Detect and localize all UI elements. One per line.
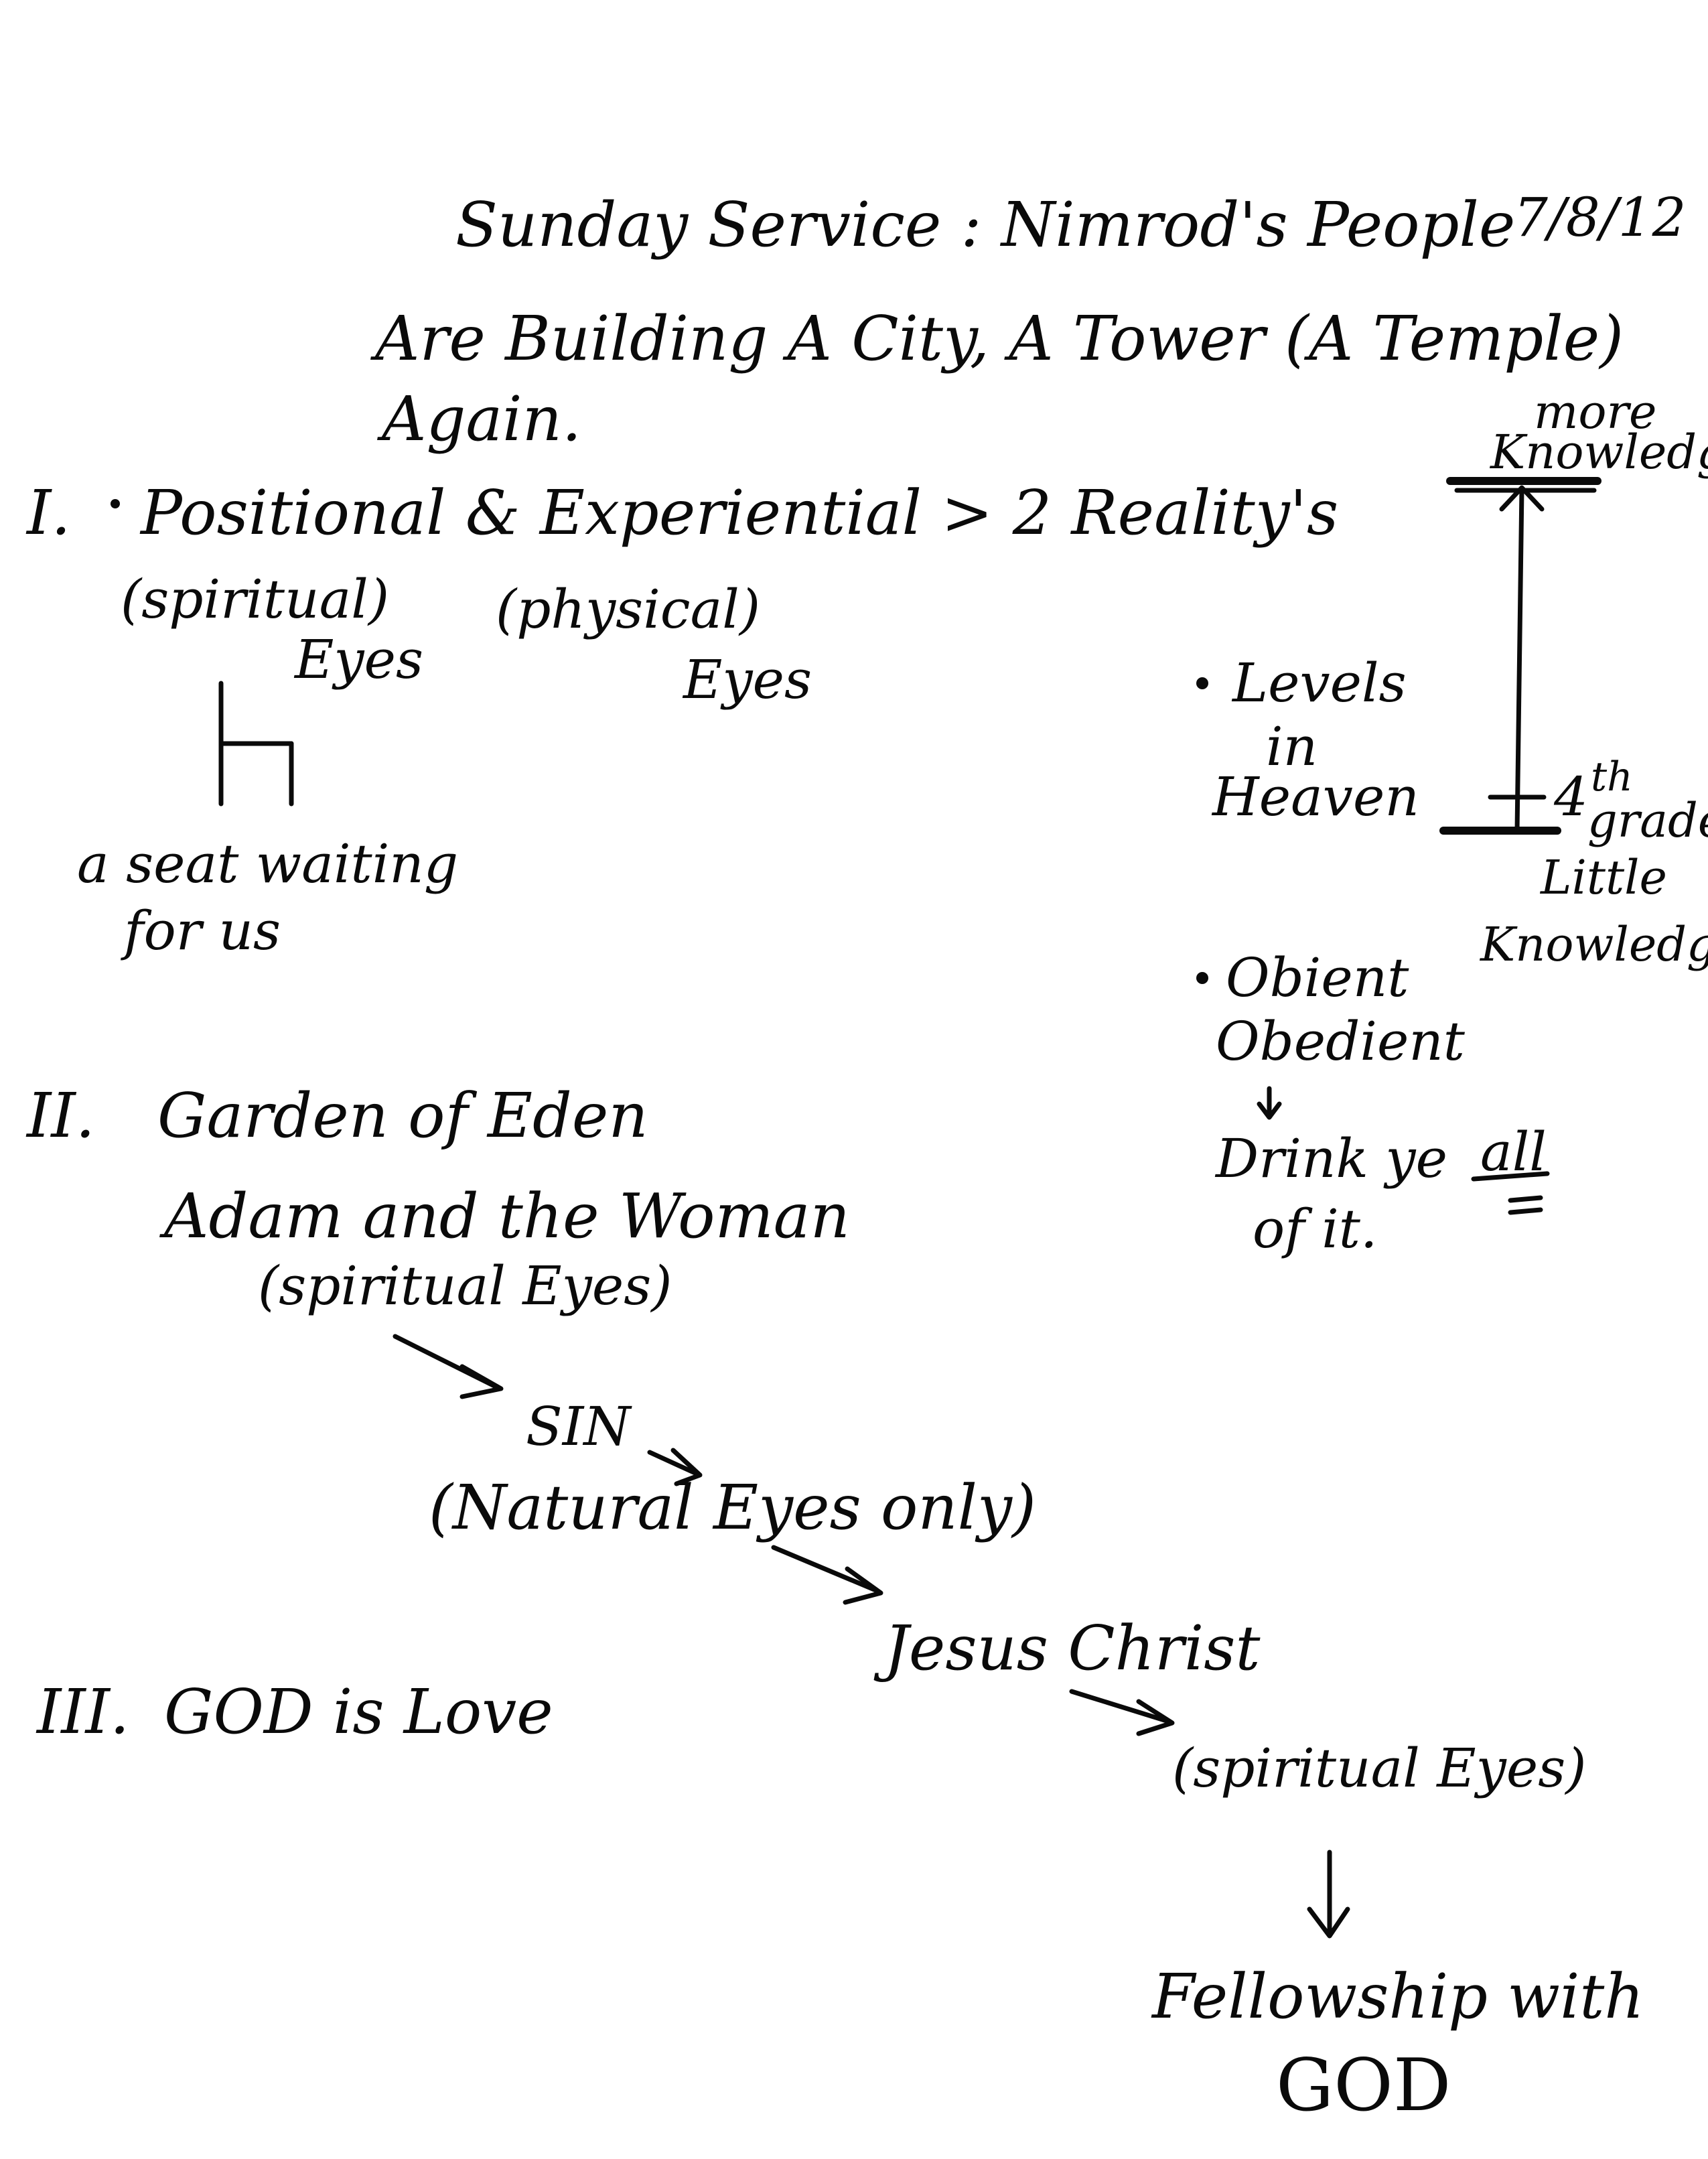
section2-line1: Adam and the Woman — [164, 1180, 850, 1252]
obedient-label: Obedient — [1216, 1010, 1465, 1072]
physical-label: (physical) — [496, 578, 761, 640]
section1-heading: Positional & Experiential > 2 Reality's — [141, 477, 1339, 549]
grade-word: grade — [1587, 793, 1708, 848]
levels-line2: in — [1266, 715, 1318, 778]
subtitle-line1: Are Building A City, A Tower (A Temple) — [375, 303, 1624, 374]
restored-spiritual-eyes: (spiritual Eyes) — [1172, 1737, 1587, 1799]
spiritual-eyes-label: Eyes — [295, 628, 423, 691]
seat-caption-line1: a seat waiting — [77, 833, 459, 895]
drink-emphasis: all — [1480, 1121, 1547, 1183]
section2-line2: (spiritual Eyes) — [258, 1255, 672, 1317]
arrow-to-spiritual-icon — [1069, 1689, 1175, 1736]
scale-bottom-label-line2: Knowledge — [1480, 917, 1708, 972]
grade-number: 4 — [1554, 766, 1588, 828]
arrow-to-jesus-icon — [771, 1545, 883, 1605]
spiritual-label: (spiritual) — [121, 568, 390, 630]
bullet-dot-section1 — [111, 499, 120, 508]
levels-line1: Levels — [1232, 652, 1407, 714]
down-arrow-small-icon — [1257, 1086, 1282, 1120]
physical-eyes-label: Eyes — [683, 648, 812, 711]
scale-top-label-line2: Knowledge — [1490, 425, 1708, 480]
scale-top-label-line1: more — [1534, 385, 1657, 439]
bullet-dot-obient — [1196, 972, 1208, 984]
seat-caption-line2: for us — [124, 900, 281, 962]
section2-heading: Garden of Eden — [157, 1080, 648, 1152]
seat-icon — [218, 681, 294, 807]
drink-line1: Drink ye — [1216, 1127, 1447, 1190]
section3-numeral: III. — [37, 1676, 130, 1748]
obient-label: Obient — [1226, 947, 1409, 1009]
note-date: 7/8/12 — [1514, 186, 1687, 249]
jesus-christ-label: Jesus Christ — [884, 1612, 1261, 1684]
drink-line2: of it. — [1253, 1198, 1378, 1260]
arrow-to-sin-icon — [393, 1334, 504, 1399]
fellowship-label: Fellowship with — [1152, 1961, 1644, 2032]
subtitle-line2: Again. — [382, 383, 582, 455]
levels-line3: Heaven — [1212, 766, 1419, 828]
natural-eyes-label: (Natural Eyes only) — [429, 1472, 1036, 1543]
section1-numeral: I. — [27, 477, 71, 549]
page-title: Sunday Service : Nimrod's People — [455, 189, 1516, 261]
section2-numeral: II. — [27, 1080, 95, 1152]
scale-bottom-label-line1: Little — [1541, 850, 1667, 905]
grade-suffix: th — [1591, 754, 1633, 800]
arrow-to-fellowship-icon — [1307, 1850, 1350, 1939]
sin-label: SIN — [526, 1395, 631, 1458]
bullet-dot-levels — [1196, 677, 1208, 689]
section3-heading: GOD is Love — [164, 1676, 553, 1748]
god-label: GOD — [1276, 2044, 1451, 2128]
